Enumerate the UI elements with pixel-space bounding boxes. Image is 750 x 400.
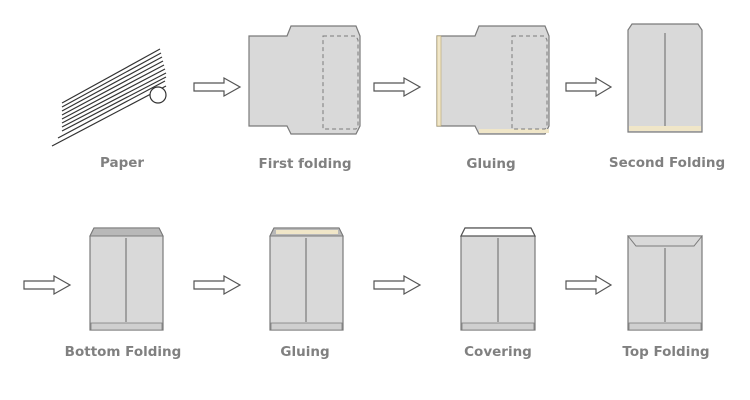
covering-illustration — [460, 227, 536, 331]
step-label-paper: Paper — [99, 155, 145, 171]
first-folding-illustration — [248, 25, 361, 135]
gluing-side-illustration — [436, 25, 550, 135]
gluing-top-illustration — [269, 227, 344, 331]
arrow-icon — [565, 76, 613, 98]
second-folding-illustration — [627, 23, 703, 133]
step-label-first-folding: First folding — [258, 156, 352, 172]
top-folding-illustration — [626, 235, 704, 331]
arrow-icon — [373, 76, 422, 98]
bottom-folding-illustration — [89, 227, 164, 331]
arrow-icon — [23, 274, 72, 296]
arrow-icon — [565, 274, 613, 296]
arrow-icon — [373, 274, 422, 296]
step-label-covering: Covering — [464, 344, 532, 360]
step-label-gluing-2: Gluing — [280, 344, 330, 360]
paper-stack-illustration — [51, 48, 167, 147]
step-label-second-folding: Second Folding — [608, 155, 726, 171]
step-label-top-folding: Top Folding — [622, 344, 710, 360]
arrow-icon — [193, 274, 242, 296]
arrow-icon — [193, 76, 242, 98]
step-label-gluing-1: Gluing — [466, 156, 516, 172]
step-label-bottom-folding: Bottom Folding — [64, 344, 182, 360]
